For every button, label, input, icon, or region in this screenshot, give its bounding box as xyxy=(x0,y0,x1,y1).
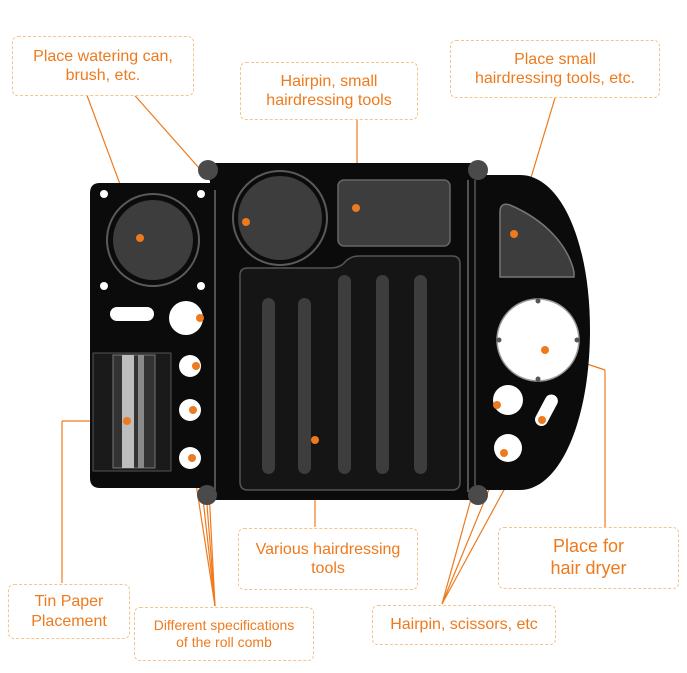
callout-roll-comb: Different specifications of the roll com… xyxy=(134,607,314,661)
right-compartment xyxy=(493,203,580,462)
corner-feet xyxy=(197,160,488,505)
callout-scissors-text: Hairpin, scissors, etc xyxy=(390,616,538,634)
callout-tin-paper-text: Tin Paper Placement xyxy=(31,593,107,630)
callout-watering-can-text: Place watering can, brush, etc. xyxy=(33,47,173,84)
callout-scissors: Hairpin, scissors, etc xyxy=(372,605,556,645)
callout-various-tools-text: Various hairdressing tools xyxy=(255,540,401,577)
callout-hairpin-small-tools: Hairpin, small hairdressing tools xyxy=(240,62,418,120)
callout-hair-dryer-text: Place for hair dryer xyxy=(550,536,627,578)
callout-small-tools-text: Place small hairdressing tools, etc. xyxy=(474,50,636,87)
callout-small-tools: Place small hairdressing tools, etc. xyxy=(450,40,660,98)
marker-dots xyxy=(123,204,549,462)
callout-roll-comb-text: Different specifications of the roll com… xyxy=(153,617,295,650)
center-compartment xyxy=(232,170,461,491)
callout-hairpin-small-tools-text: Hairpin, small hairdressing tools xyxy=(266,72,392,109)
callout-watering-can: Place watering can, brush, etc. xyxy=(12,36,194,96)
callout-hair-dryer: Place for hair dryer xyxy=(498,527,679,589)
callout-tin-paper: Tin Paper Placement xyxy=(8,584,130,639)
left-compartment xyxy=(92,190,205,472)
callout-various-tools: Various hairdressing tools xyxy=(238,528,418,590)
